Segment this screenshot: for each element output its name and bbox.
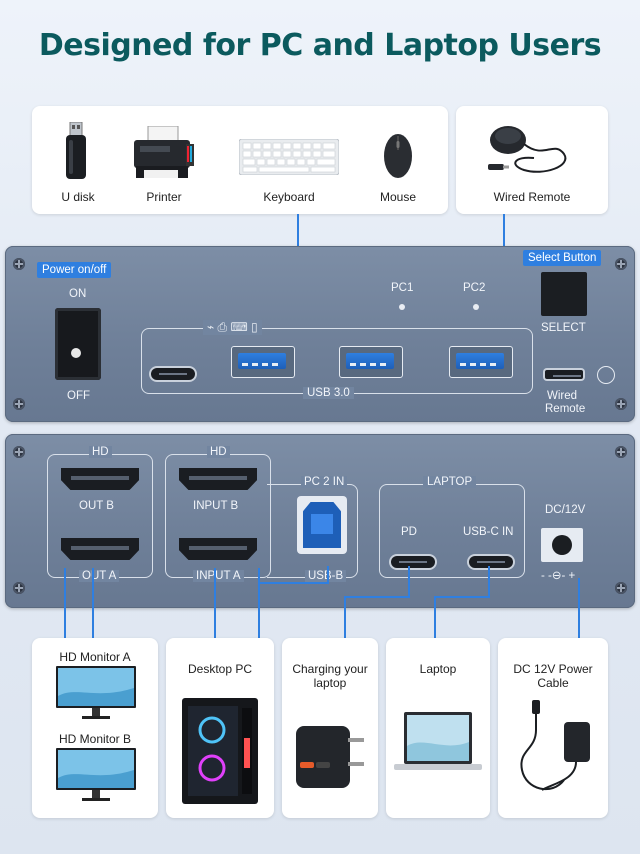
connector-line bbox=[258, 582, 328, 584]
laptop-card-label: Laptop bbox=[419, 662, 457, 676]
hdmi-input-a-port[interactable] bbox=[179, 538, 257, 560]
connector-line bbox=[434, 596, 436, 638]
printer-icon bbox=[134, 126, 194, 178]
usb-c-in-label: USB-C IN bbox=[463, 526, 514, 538]
top-devices-card: U disk Printer Keyboard Mouse bbox=[32, 106, 448, 214]
connector-line bbox=[64, 568, 66, 638]
connector-line bbox=[214, 568, 216, 638]
screw-icon bbox=[13, 582, 25, 594]
usb-a-port-3[interactable] bbox=[449, 346, 513, 378]
device-label-printer: Printer bbox=[146, 190, 182, 204]
pd-label: PD bbox=[401, 526, 417, 538]
power-off-label: OFF bbox=[67, 390, 90, 402]
dc-jack[interactable] bbox=[541, 528, 583, 562]
pc2-in-label: PC 2 IN bbox=[301, 476, 348, 488]
usb-a-port-1[interactable] bbox=[231, 346, 295, 378]
charger-card: Charging your laptop bbox=[282, 638, 378, 818]
charging-label-1: Charging your bbox=[292, 662, 368, 676]
connector-line bbox=[488, 566, 490, 598]
power-label-1: DC 12V Power bbox=[513, 662, 593, 676]
dc-label: DC/12V bbox=[545, 504, 586, 516]
usb-c-port[interactable] bbox=[151, 368, 195, 380]
out-b-label: OUT B bbox=[79, 500, 114, 512]
monitor-b-icon bbox=[56, 748, 136, 801]
hd-input-label: HD bbox=[207, 446, 230, 458]
connector-line bbox=[344, 596, 410, 598]
mouse-icon bbox=[384, 134, 412, 178]
input-b-label: INPUT B bbox=[193, 500, 239, 512]
usb-b-label: USB-B bbox=[305, 570, 347, 582]
monitor-card: HD Monitor A HD Monitor B bbox=[32, 638, 158, 818]
hd-out-label: HD bbox=[89, 446, 112, 458]
select-label: SELECT bbox=[541, 322, 586, 334]
select-button-tag: Select Button bbox=[523, 250, 602, 266]
screw-icon bbox=[615, 258, 627, 270]
charging-label-2: laptop bbox=[313, 676, 347, 690]
usb-c-in-port[interactable] bbox=[469, 556, 513, 568]
power-on-label: ON bbox=[69, 288, 87, 300]
hdmi-out-b-port[interactable] bbox=[61, 468, 139, 490]
power-switch[interactable] bbox=[55, 308, 101, 380]
connector-line bbox=[408, 566, 410, 598]
connector-line bbox=[258, 568, 260, 638]
device-label-remote: Wired Remote bbox=[493, 190, 571, 204]
device-label-mouse: Mouse bbox=[379, 190, 417, 204]
monitor-b-label: HD Monitor B bbox=[58, 732, 132, 746]
screw-icon bbox=[13, 258, 25, 270]
charger-icon bbox=[296, 726, 364, 788]
hdmi-input-b-port[interactable] bbox=[179, 468, 257, 490]
usb-b-port[interactable] bbox=[297, 496, 347, 554]
pc2-led bbox=[473, 304, 479, 310]
screw-icon bbox=[13, 398, 25, 410]
pc2-label: PC2 bbox=[463, 282, 486, 294]
monitor-a-label: HD Monitor A bbox=[59, 650, 131, 664]
screw-icon bbox=[615, 446, 627, 458]
wired-remote-label-1: Wired bbox=[547, 390, 578, 402]
screw-icon bbox=[615, 398, 627, 410]
back-panel: HD OUT B OUT A HD INPUT B INPUT A PC 2 I… bbox=[5, 434, 635, 608]
monitor-a-icon bbox=[56, 666, 136, 719]
desktop-card: Desktop PC bbox=[166, 638, 274, 818]
device-label-keyboard: Keyboard bbox=[263, 190, 315, 204]
laptop-icon bbox=[394, 712, 482, 770]
pc1-label: PC1 bbox=[391, 282, 414, 294]
laptop-label: LAPTOP bbox=[423, 476, 477, 488]
usb-a-port-2[interactable] bbox=[339, 346, 403, 378]
wired-remote-card: Wired Remote bbox=[456, 106, 608, 214]
pd-usb-c-port[interactable] bbox=[391, 556, 435, 568]
wired-remote-icon bbox=[488, 126, 567, 173]
power-adapter-icon bbox=[520, 700, 590, 791]
page-title: Designed for PC and Laptop Users bbox=[38, 28, 602, 63]
select-button[interactable] bbox=[541, 272, 587, 316]
input-a-label: INPUT A bbox=[193, 570, 244, 582]
screw-icon bbox=[615, 582, 627, 594]
polarity-label: - -⊖- + bbox=[541, 570, 576, 582]
connector-line bbox=[327, 566, 329, 584]
connector-line bbox=[434, 596, 490, 598]
keyboard-icon bbox=[239, 139, 339, 175]
usb-group-icons: ⌁ ⎙ ⌨ ▯ bbox=[203, 320, 262, 335]
desktop-pc-icon bbox=[182, 698, 258, 804]
wired-remote-label-2: Remote bbox=[545, 403, 586, 415]
power-label-2: Cable bbox=[537, 676, 569, 690]
connector-line bbox=[344, 596, 346, 638]
remote-jack-icon bbox=[597, 366, 615, 384]
usb-drive-icon bbox=[66, 122, 86, 179]
power-card: DC 12V Power Cable bbox=[498, 638, 608, 818]
usb-label: USB 3.0 bbox=[303, 387, 354, 399]
laptop-card: Laptop bbox=[386, 638, 490, 818]
desktop-label: Desktop PC bbox=[187, 662, 253, 676]
device-label-udisk: U disk bbox=[61, 190, 95, 204]
pc1-led bbox=[399, 304, 405, 310]
front-panel: Power on/off ON OFF PC1 PC2 ⌁ ⎙ ⌨ ▯ USB … bbox=[5, 246, 635, 422]
screw-icon bbox=[13, 446, 25, 458]
micro-usb-remote-port[interactable] bbox=[545, 370, 583, 379]
out-a-label: OUT A bbox=[79, 570, 120, 582]
connector-line bbox=[578, 578, 580, 638]
connector-line bbox=[92, 568, 94, 638]
power-label-tag: Power on/off bbox=[37, 262, 112, 278]
hdmi-out-a-port[interactable] bbox=[61, 538, 139, 560]
